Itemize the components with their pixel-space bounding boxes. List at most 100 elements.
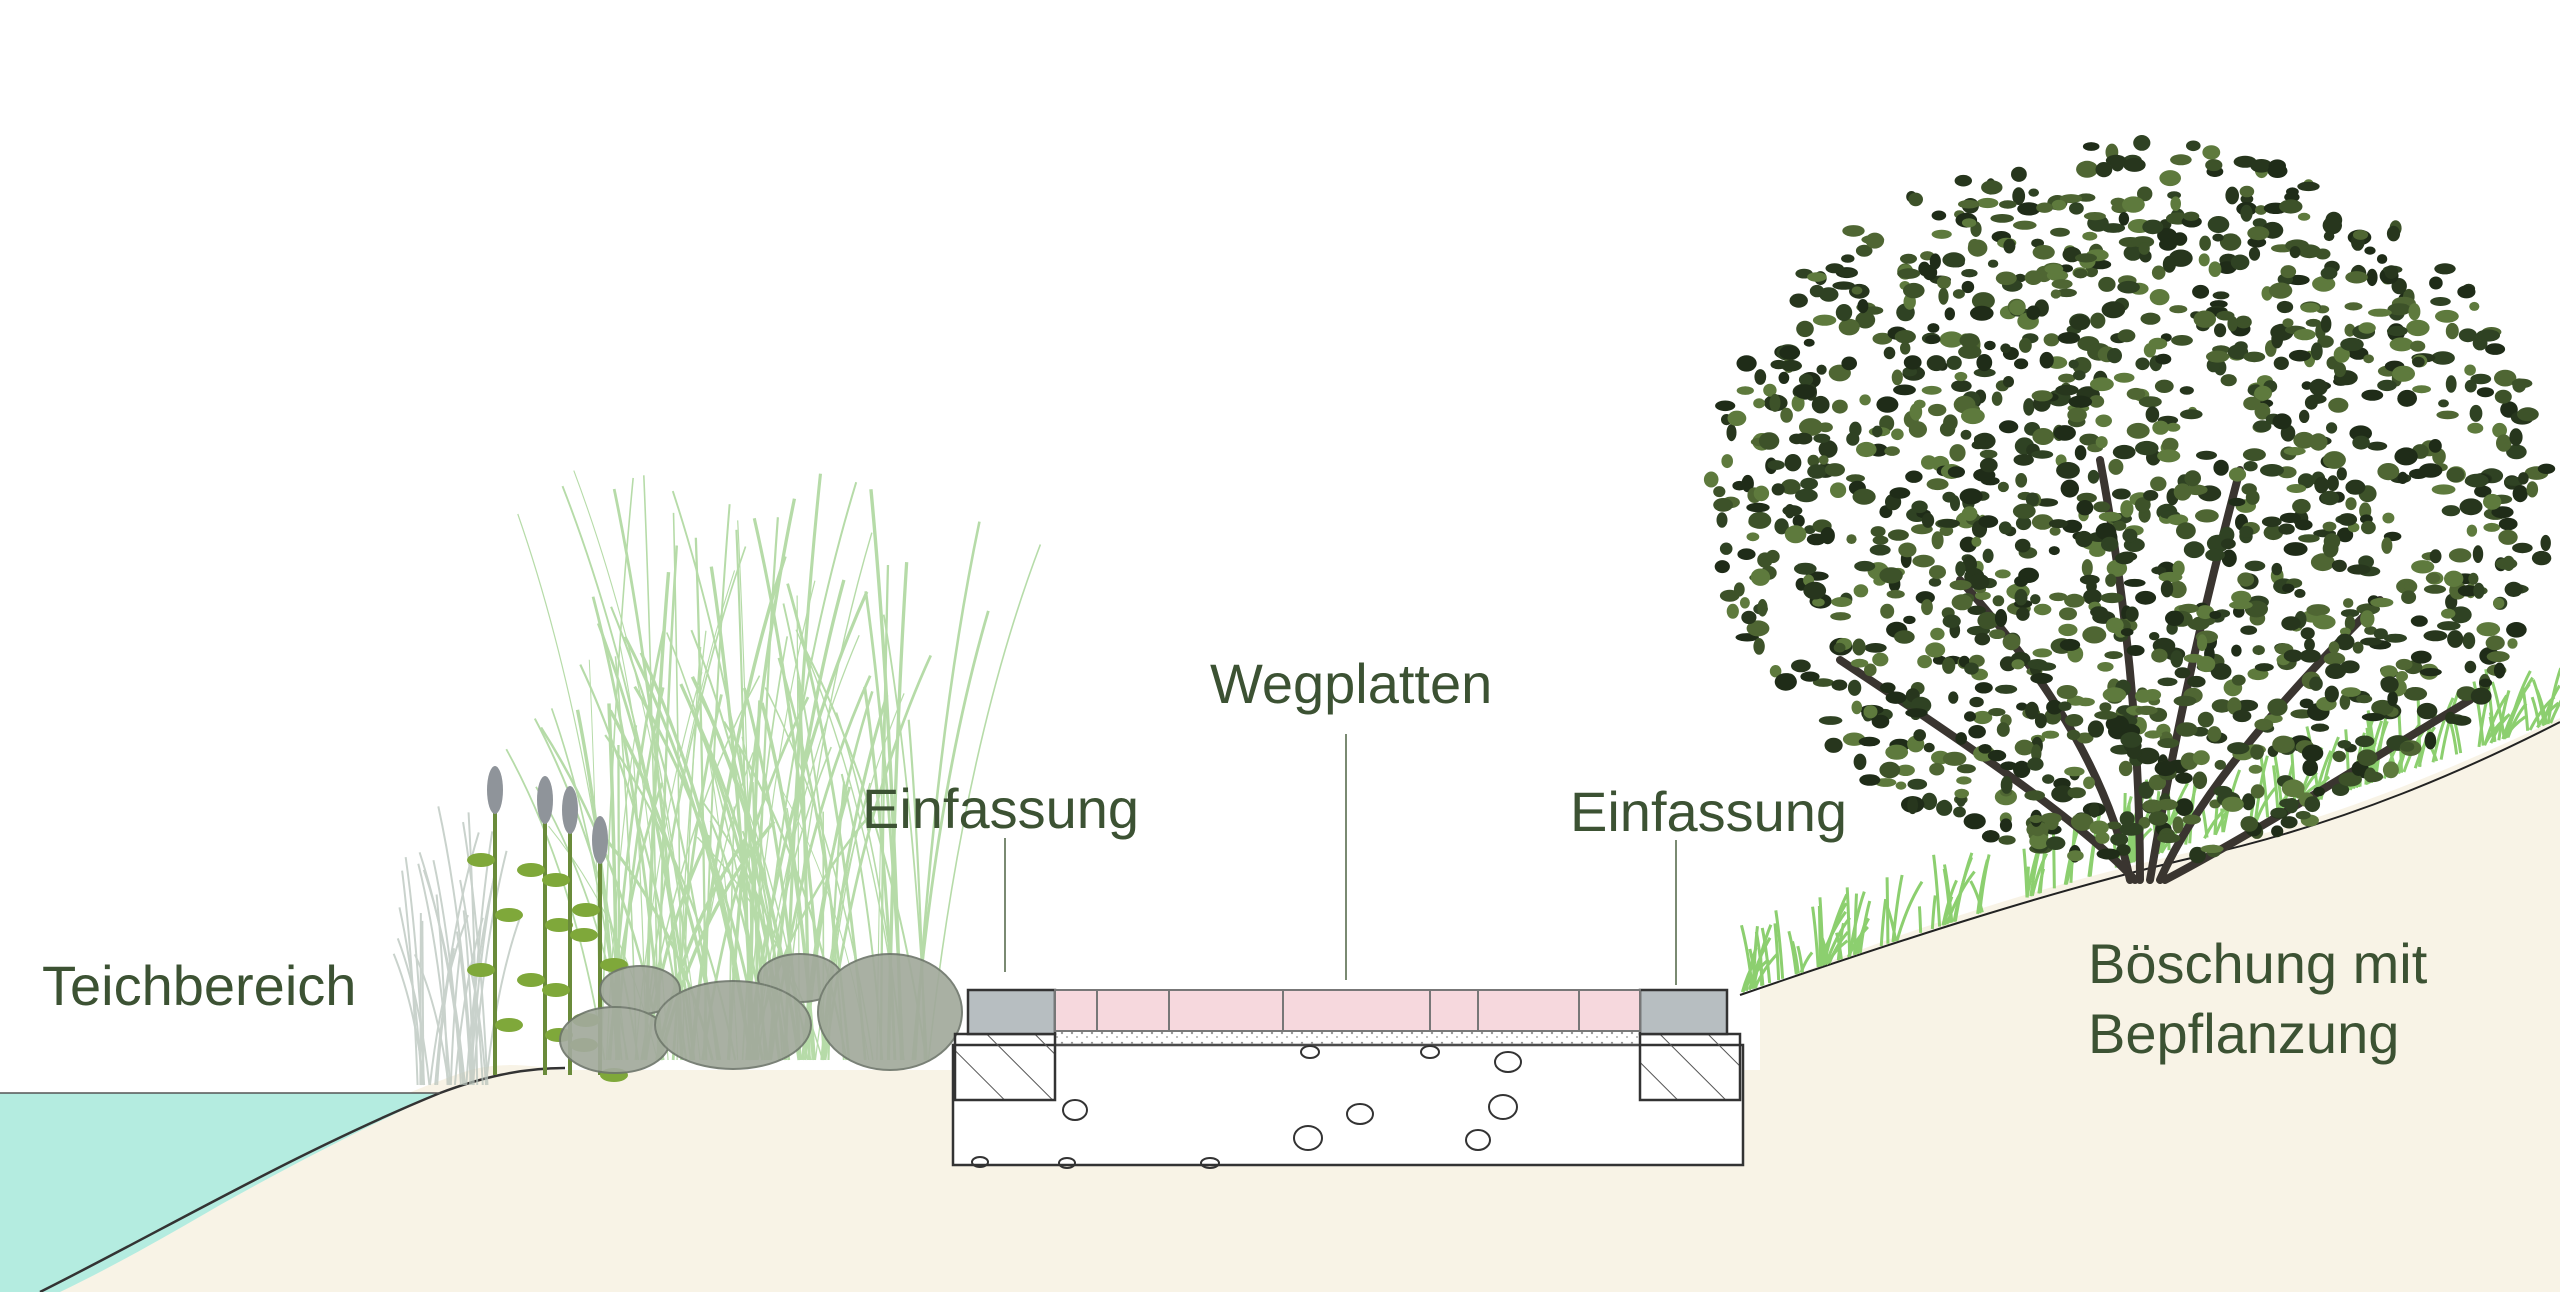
shrub-leaf [2386,225,2401,242]
shrub-leaf [1791,659,1811,673]
shrub-leaf [2361,389,2384,401]
shrub-leaf [2165,610,2184,626]
shrub-leaf [1913,729,1926,742]
shrub-leaf [2509,428,2523,446]
shrub-leaf [2097,662,2114,672]
shrub-leaf [2227,697,2242,715]
shrub-leaf [2281,779,2305,798]
shrub-leaf [2231,644,2242,657]
shrub-leaf [2397,471,2408,484]
shrub-leaf [2017,202,2041,216]
shrub-leaf [2441,505,2461,517]
shrub-leaf [2064,766,2085,777]
shrub-leaf [1748,511,1772,529]
shrub-leaf [2151,566,2167,575]
shrub-leaf [2406,319,2430,337]
shrub-leaf [2057,332,2081,344]
shrub-leaf [1794,562,1817,575]
shrub-leaf [1880,603,1895,619]
shrub-leaf [1780,359,1802,372]
shrub-leaf [2112,520,2127,531]
shrub-leaf [2105,715,2129,733]
shrub-leaf [2117,280,2140,294]
shrub-leaf [1931,531,1944,550]
shrub-leaf [2429,276,2443,290]
shrub-leaf [1838,318,1860,336]
shrub-leaf [2300,302,2320,313]
shrub-leaf [2232,709,2252,723]
shrub-leaf [2332,750,2346,763]
shrub-leaf [2363,771,2384,783]
shrub-leaf [2083,588,2102,605]
shrub-leaf [2074,445,2087,461]
shrub-leaf [2157,449,2181,463]
shrub-leaf [2066,729,2081,741]
shrub-leaf [2239,525,2254,538]
shrub-leaf [1978,744,1992,754]
shrub-leaf [2476,622,2501,637]
shrub-leaf [1879,761,1901,779]
shrub-leaf [2067,787,2086,799]
shrub-leaf [1946,355,1962,370]
shrub-leaf [2322,216,2342,235]
shrub-leaf [2310,342,2323,361]
shrub-leaf [1831,679,1848,691]
shrub-leaf [2310,553,2335,572]
shrub-leaf [2095,436,2108,449]
shrub-leaf [2089,802,2100,818]
shrub-leaf [2159,170,2181,187]
shrub-leaf [2064,593,2085,608]
shrub-leaf [2355,735,2375,748]
shrub-leaf [2345,497,2357,511]
shrub-leaf [1746,532,1760,542]
shrub-leaf [1819,287,1839,302]
shrub-leaf [2170,196,2181,211]
shrub-leaf [2035,662,2057,671]
shrub-leaf [1978,515,1999,528]
shrub-leaf [2172,816,2184,834]
shrub-leaf [2469,301,2480,311]
shrub-leaf [2309,676,2323,691]
shrub-leaf [2431,484,2456,495]
shrub-leaf [2051,785,2075,803]
shrub-leaf [1865,232,1885,249]
shrub-leaf [2138,242,2150,255]
shrub-leaf [1998,420,2019,434]
shrub-leaf [1956,764,1976,774]
shrub-leaf [2317,335,2334,348]
shrub-leaf [1852,488,1876,505]
shrub-leaf [2339,694,2351,710]
shrub-leaf [2058,701,2072,711]
shrub-leaf [1961,269,1978,278]
shrub-leaf [1846,474,1865,483]
shrub-leaf [2325,663,2347,679]
shrub-leaf [2343,598,2354,608]
shrub-leaf [2168,580,2187,599]
shrub-leaf [1951,594,1973,611]
shrub-leaf [2493,662,2506,679]
shrub-leaf [2284,192,2300,203]
shrub-leaf [1898,542,1917,558]
shrub-leaf [2306,394,2327,404]
shrub-leaf [1741,610,1757,625]
shrub-leaf [2340,609,2360,618]
shrub-leaf [2254,385,2273,401]
shrub-leaf [2245,490,2260,505]
shrub-leaf [2082,142,2100,151]
shrub-leaf [2352,641,2364,654]
shrub-leaf [1937,519,1960,528]
shrub-leaf [1859,774,1881,786]
shrub-leaf [2496,434,2512,452]
shrub-leaf [2337,513,2358,526]
shrub-leaf [2254,663,2274,672]
shrub-leaf [2504,581,2523,598]
shrub-leaf [2175,722,2198,737]
shrub-leaf [1713,486,1726,498]
shrub-leaf [2470,687,2492,705]
shrub-leaf [2151,265,2166,280]
shrub-leaf [2209,611,2222,619]
shrub-leaf [2271,562,2283,576]
shrub-leaf [2090,606,2108,618]
shrub-leaf [1719,589,1740,602]
shrub-leaf [1794,432,1813,445]
